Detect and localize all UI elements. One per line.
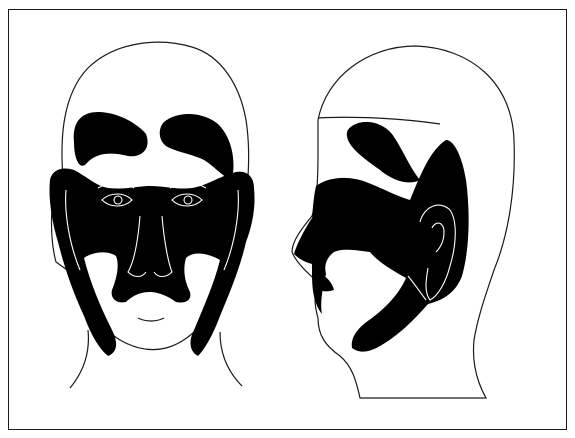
front-head-view xyxy=(49,42,254,388)
front-neck-left xyxy=(70,330,88,388)
profile-head-view xyxy=(292,46,514,398)
front-neck-right xyxy=(220,332,242,386)
